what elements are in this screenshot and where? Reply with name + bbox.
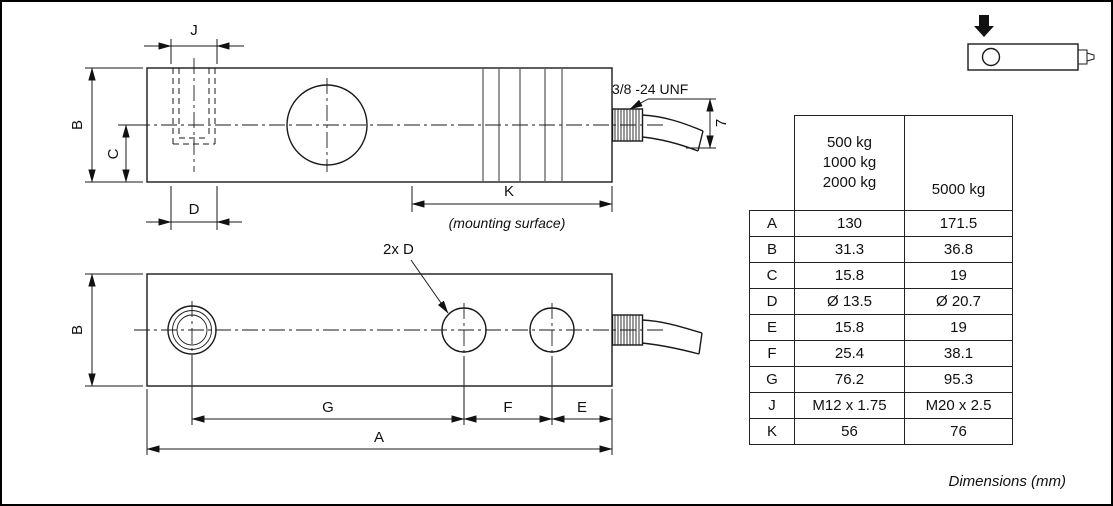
dim-value-col2: 171.5 [904, 210, 1013, 237]
dimension-j: J [144, 22, 244, 64]
dim-value-col2: M20 x 2.5 [904, 392, 1013, 419]
dimension-b-top: B [69, 273, 143, 387]
label-cable-7: 7 [713, 119, 730, 127]
dimension-k: K (mounting surface) [411, 183, 613, 231]
dim-value-col1: 15.8 [794, 314, 905, 341]
table-row: E 15.8 19 [749, 314, 1013, 341]
dim-letter: K [749, 418, 795, 445]
mounting-surface-note: (mounting surface) [449, 215, 566, 231]
table-corner-cell [750, 116, 795, 211]
label-b-top: B [69, 325, 86, 335]
dim-value-col2: 38.1 [904, 340, 1013, 367]
dim-value-col2: 76 [904, 418, 1013, 445]
label-c: C [105, 148, 122, 159]
top-view-d-holes [441, 307, 575, 353]
cable-top [641, 319, 703, 355]
cable [641, 114, 704, 152]
table-row: F 25.4 38.1 [749, 340, 1013, 367]
dim-letter: J [749, 392, 795, 419]
dimensions-table: 500 kg 1000 kg 2000 kg 5000 kg A 130 171… [749, 115, 1013, 445]
label-e: E [577, 399, 587, 416]
label-g: G [322, 399, 334, 416]
top-view: 2x D [69, 241, 703, 455]
table-row: A 130 171.5 [749, 210, 1013, 237]
table-row: C 15.8 19 [749, 262, 1013, 289]
dim-value-col1: 15.8 [794, 262, 905, 289]
side-view: J B C D [69, 22, 730, 231]
dim-letter: C [749, 262, 795, 289]
label-2xd: 2x D [383, 241, 414, 258]
side-view-centerlines [134, 58, 664, 172]
capacity-line: 2000 kg [822, 174, 877, 191]
dimension-f: F [463, 356, 553, 425]
side-view-big-hole [286, 84, 368, 166]
dimension-cable-7: 7 [648, 98, 730, 149]
dimension-b-side: B [69, 67, 143, 183]
label-j: J [190, 22, 198, 39]
dim-value-col1: 56 [794, 418, 905, 445]
cable-gland-top [611, 314, 644, 346]
table-row: K 56 76 [749, 418, 1013, 445]
dimension-a: A [146, 389, 613, 455]
dim-letter: E [749, 314, 795, 341]
dim-value-col2: Ø 20.7 [904, 288, 1013, 315]
down-arrow-icon [974, 15, 994, 37]
dimensions-note: Dimensions (mm) [948, 473, 1066, 490]
table-header-row: 500 kg 1000 kg 2000 kg 5000 kg [750, 115, 1013, 211]
thread-callout: 3/8 -24 UNF [612, 81, 688, 110]
table-row: B 31.3 36.8 [749, 236, 1013, 263]
dim-value-col2: 19 [904, 262, 1013, 289]
table-row: D Ø 13.5 Ø 20.7 [749, 288, 1013, 315]
dim-value-col1: M12 x 1.75 [794, 392, 905, 419]
load-cell-icon-cable [1086, 52, 1095, 62]
table-row: J M12 x 1.75 M20 x 2.5 [749, 392, 1013, 419]
load-cell-icon-hole [981, 47, 1001, 67]
label-b-side: B [69, 120, 86, 130]
label-f: F [503, 399, 512, 416]
load-cell-icon-gland [1077, 49, 1088, 65]
load-cell-icon [967, 15, 1095, 71]
dim-value-col1: 130 [794, 210, 905, 237]
side-view-section-lines [482, 69, 563, 181]
cable-gland [611, 108, 644, 142]
capacity-line: 1000 kg [822, 154, 877, 171]
side-view-hidden-thread-hole [172, 68, 216, 145]
dim-value-col2: 95.3 [904, 366, 1013, 393]
capacity-header-low: 500 kg 1000 kg 2000 kg [794, 115, 905, 211]
dim-letter: A [749, 210, 795, 237]
label-k: K [504, 183, 514, 200]
dim-letter: B [749, 236, 795, 263]
capacity-line: 500 kg [826, 134, 873, 151]
dimension-c: C [105, 124, 142, 183]
thread-callout-text: 3/8 -24 UNF [612, 81, 688, 97]
dim-value-col1: Ø 13.5 [794, 288, 905, 315]
dim-value-col1: 76.2 [794, 366, 905, 393]
dimension-g: G [191, 356, 465, 425]
load-cell-icon-body [967, 43, 1079, 71]
hole-callout-2xd: 2x D [383, 241, 449, 314]
label-a: A [374, 429, 384, 446]
dim-letter: F [749, 340, 795, 367]
dim-letter: G [749, 366, 795, 393]
dimension-e: E [551, 389, 613, 455]
dim-value-col2: 19 [904, 314, 1013, 341]
dim-value-col2: 36.8 [904, 236, 1013, 263]
capacity-header-high: 5000 kg [904, 115, 1013, 211]
dim-letter: D [749, 288, 795, 315]
top-view-threaded-hole [167, 305, 217, 355]
table-row: G 76.2 95.3 [749, 366, 1013, 393]
dim-value-col1: 25.4 [794, 340, 905, 367]
label-d: D [189, 201, 200, 218]
dim-value-col1: 31.3 [794, 236, 905, 263]
top-view-centerlines [134, 301, 664, 359]
dimension-d: D [146, 186, 242, 230]
